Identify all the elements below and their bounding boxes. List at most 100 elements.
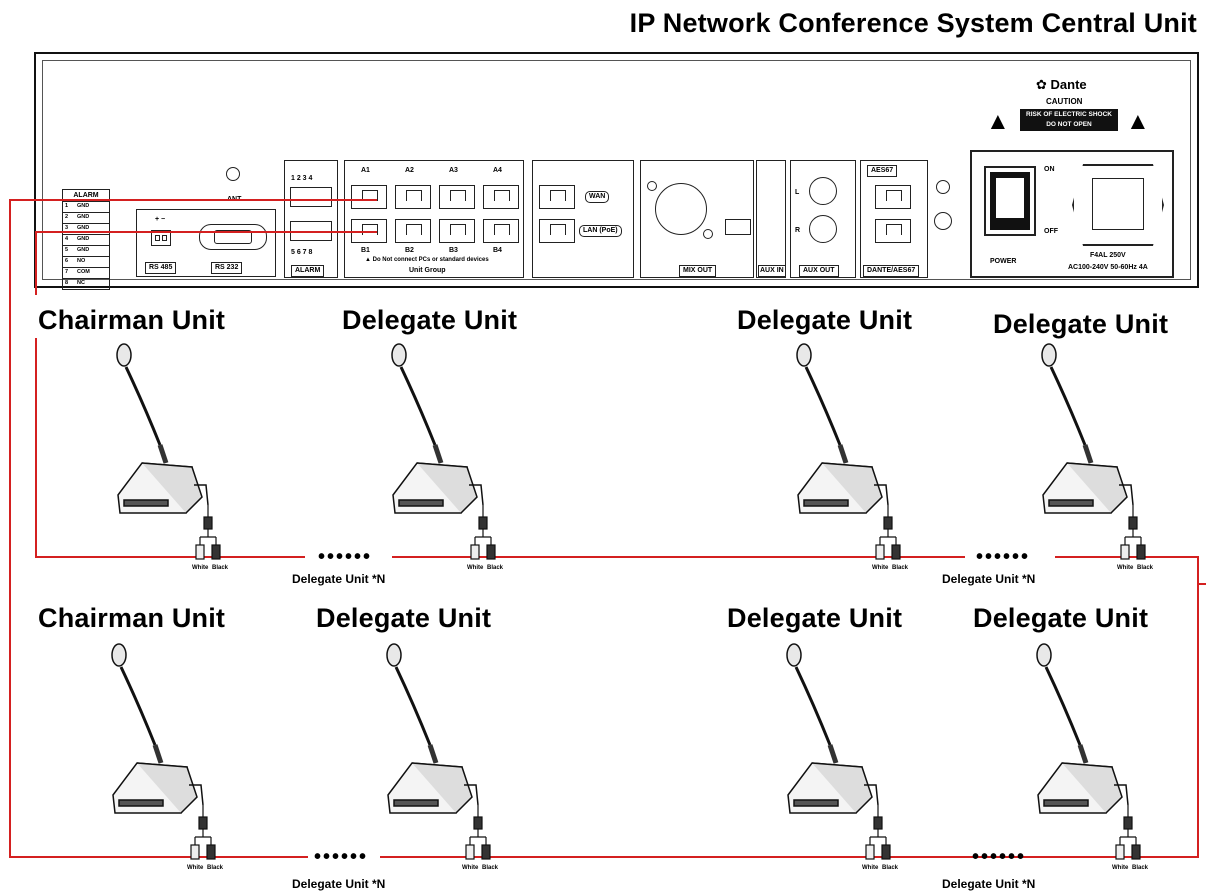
rj45-port-b4 (483, 219, 519, 243)
row2-delegate-unit-3 (1036, 643, 1141, 860)
xlr-screw (647, 181, 657, 191)
microphone-icon (796, 343, 849, 464)
rs232-db9-shell (214, 230, 252, 244)
cable-connector-icon (195, 505, 221, 560)
rj45-port-a3 (439, 185, 475, 209)
alarm-row: 5 GND (62, 246, 110, 257)
alarm-pins-bottom: 5 6 7 8 (291, 249, 313, 256)
wan-label: WAN (585, 191, 610, 203)
alarm-connector-label: ALARM (291, 265, 325, 277)
rs485-pin (162, 235, 167, 241)
rs485-terminal (151, 230, 171, 246)
alarm-row-text: GND (77, 247, 90, 253)
aes67-top-label: AES67 (867, 165, 898, 177)
warning-icon: ▲ (365, 257, 371, 263)
mix-out-group: MIX OUT (640, 160, 754, 278)
rj45-port-a2 (395, 185, 431, 209)
mix-out-label: MIX OUT (679, 265, 717, 277)
connector-black-label: Black (482, 865, 499, 871)
connector-white-label: White (872, 565, 889, 571)
row1-delegate-label-1: Delegate Unit (342, 305, 518, 335)
connector-white-label: White (462, 865, 479, 871)
alarm-terminal-block-top (290, 187, 332, 207)
port-label-a2: A2 (405, 167, 414, 174)
port-label-a4: A4 (493, 167, 502, 174)
rs485-pin (155, 235, 160, 241)
rs232-label: RS 232 (211, 262, 243, 274)
unit-group-warning: ▲ Do Not connect PCs or standard devices (365, 257, 489, 263)
caution-title: CAUTION (1046, 97, 1083, 106)
fuse-rating: F4AL 250V (1090, 252, 1126, 259)
alarm-row-number: 5 (65, 247, 69, 253)
connector-black-label: Black (212, 565, 229, 571)
aux-in-group: AUX IN (756, 160, 786, 278)
row2-delegate-label-3: Delegate Unit (973, 603, 1149, 633)
cable-connector-icon (465, 805, 491, 860)
page-title: IP Network Conference System Central Uni… (629, 8, 1197, 38)
mix-out-terminal-block (725, 219, 751, 235)
port-label-a3: A3 (449, 167, 458, 174)
delegate-base-icon (1042, 462, 1134, 514)
delegate-base-icon (112, 762, 204, 814)
row1-chain-label-left: Delegate Unit *N (292, 572, 386, 586)
port-label-b1: B1 (361, 247, 370, 254)
connector-white-label: White (192, 565, 209, 571)
ground-screw-icon (936, 180, 950, 194)
delegate-base-icon (117, 462, 209, 514)
row2-chairman-unit (111, 643, 216, 860)
dante-port-secondary (875, 219, 911, 243)
caution-line-1: RISK OF ELECTRIC SHOCK (1026, 111, 1112, 118)
port-label-b2: B2 (405, 247, 414, 254)
shock-warning-icon: ▲ (986, 108, 1010, 135)
row1-delegate-label-2: Delegate Unit (737, 305, 913, 335)
row2-chain-label-left: Delegate Unit *N (292, 877, 386, 891)
rs232-db9-connector (199, 224, 267, 250)
row1-chain-dots-right: •••••• (976, 546, 1031, 568)
alarm-row-number: 2 (65, 214, 69, 220)
dante-logo: ✿ Dante (1036, 78, 1087, 91)
rs485-polarity: + − (155, 216, 166, 223)
power-switch-rocker (990, 172, 1030, 230)
power-off-label: OFF (1044, 228, 1058, 235)
row2-delegate-unit-2 (786, 643, 891, 860)
alarm-connector-group: 1 2 3 4 5 6 7 8 ALARM (284, 160, 338, 278)
microphone-icon (391, 343, 444, 464)
cable-row1-feed (35, 231, 377, 295)
rj45-port-a1 (351, 185, 387, 209)
row2-chain-dots-right: •••••• (972, 846, 1027, 868)
microphone-icon (116, 343, 169, 464)
cable-connector-icon (875, 505, 901, 560)
dante-logo-icon: ✿ (1036, 77, 1047, 92)
alarm-row-text: GND (77, 236, 90, 242)
row1-chain-dots-left: •••••• (318, 546, 373, 568)
unit-group-warning-text: Do Not connect PCs or standard devices (372, 257, 489, 263)
delegate-base-icon (787, 762, 879, 814)
connector-white-label: White (1112, 865, 1129, 871)
row1-delegate-unit-1 (391, 343, 496, 560)
power-on-label: ON (1044, 166, 1055, 173)
row2-chairman-label: Chairman Unit (38, 603, 226, 633)
connector-black-label: Black (487, 565, 504, 571)
port-label-a1: A1 (361, 167, 370, 174)
serial-port-group: + − RS 485 RS 232 (136, 209, 276, 277)
caution-warning-icon: ▲ (1126, 108, 1150, 135)
dante-logo-text: Dante (1050, 77, 1087, 92)
aux-out-label: AUX OUT (799, 265, 839, 277)
antenna-connector (226, 167, 240, 181)
iec-power-inlet (1072, 164, 1164, 246)
aux-out-group: L R AUX OUT (790, 160, 856, 278)
rs485-label: RS 485 (145, 262, 177, 274)
microphone-icon (1041, 343, 1094, 464)
alarm-row-text: NO (77, 258, 86, 264)
row1-delegate-label-3: Delegate Unit (993, 309, 1169, 339)
row2-delegate-label-1: Delegate Unit (316, 603, 492, 633)
rca-right-jack (809, 215, 837, 243)
aux-out-left-label: L (795, 189, 800, 196)
microphone-icon (111, 643, 164, 764)
row2-chain-label-right: Delegate Unit *N (942, 877, 1036, 891)
